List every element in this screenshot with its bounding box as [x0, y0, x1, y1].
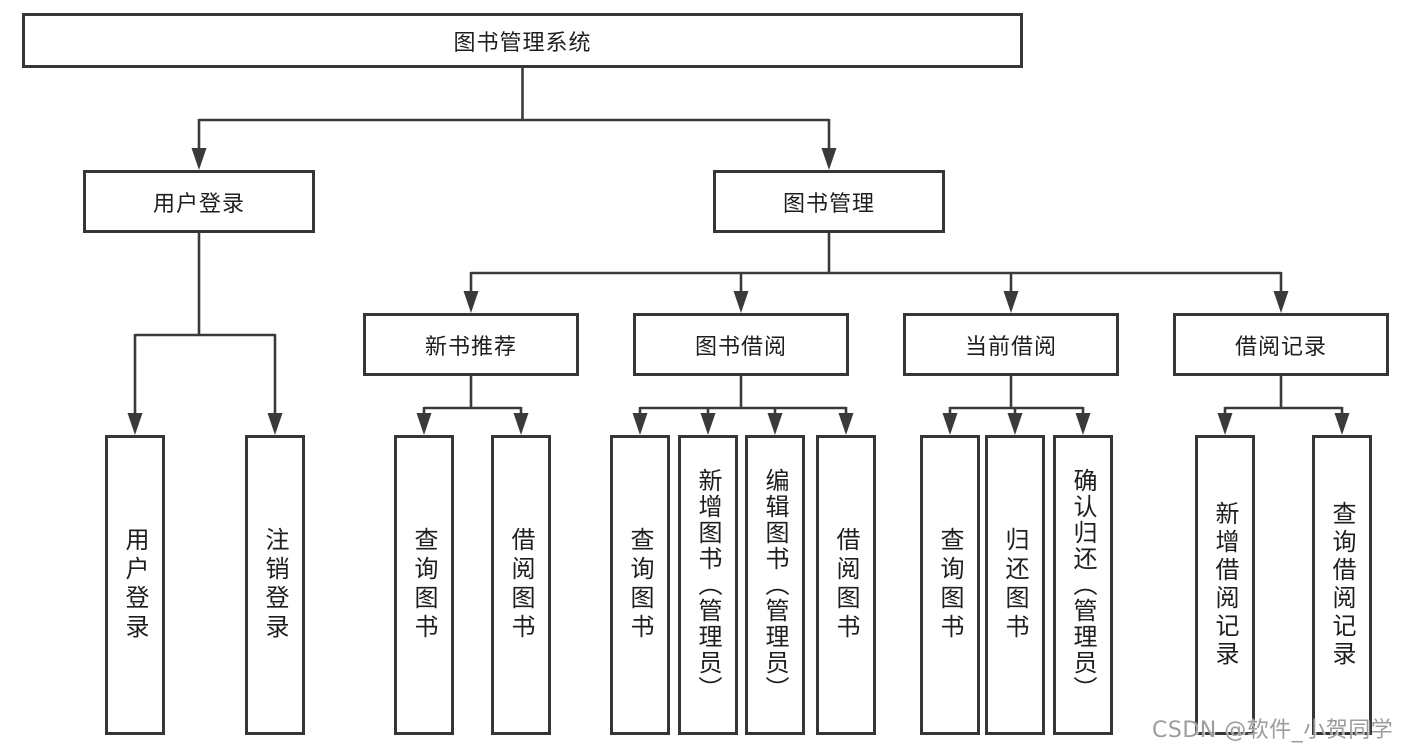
node-book-management: 图书管理 — [713, 170, 945, 233]
node-new-book-recommend: 新书推荐 — [363, 313, 579, 376]
leaf-add-borrow-record: 新增借阅记录 — [1195, 435, 1255, 735]
arrow-book-borrow — [733, 291, 749, 313]
arrow-user-login — [191, 148, 207, 170]
leaf-confirm-return-admin: 确认归还（管理员） — [1053, 435, 1113, 735]
node-root: 图书管理系统 — [22, 13, 1023, 68]
arrow-borrow-records — [1273, 291, 1289, 313]
leaf-borrow-books-1: 借阅图书 — [491, 435, 551, 735]
arrow-query-books-3 — [942, 413, 958, 435]
arrow-borrow-books-1 — [513, 413, 529, 435]
arrow-book-management — [821, 148, 837, 170]
leaf-user-login: 用户登录 — [105, 435, 165, 735]
node-book-borrow: 图书借阅 — [633, 313, 849, 376]
leaf-logout: 注销登录 — [245, 435, 305, 735]
leaf-return-book: 归还图书 — [985, 435, 1045, 735]
node-borrow-records: 借阅记录 — [1173, 313, 1389, 376]
leaf-query-books-3: 查询图书 — [920, 435, 980, 735]
arrow-query-borrow-record — [1334, 413, 1350, 435]
arrow-current-borrow — [1003, 291, 1019, 313]
node-current-borrow: 当前借阅 — [903, 313, 1119, 376]
arrow-add-book — [700, 413, 716, 435]
csdn-watermark: CSDN @软件_小贺同学 — [1152, 718, 1394, 743]
leaf-add-book-admin: 新增图书（管理员） — [678, 435, 738, 735]
arrow-leaf-logout — [267, 413, 283, 435]
leaf-query-borrow-record: 查询借阅记录 — [1312, 435, 1372, 735]
arrow-confirm-return — [1075, 413, 1091, 435]
node-user-login: 用户登录 — [83, 170, 315, 233]
arrow-query-books-2 — [632, 413, 648, 435]
arrow-leaf-user-login — [127, 413, 143, 435]
arrow-add-borrow-record — [1217, 413, 1233, 435]
leaf-query-books-1: 查询图书 — [394, 435, 454, 735]
leaf-borrow-books-2: 借阅图书 — [816, 435, 876, 735]
arrow-query-books-1 — [416, 413, 432, 435]
arrow-new-book-recommend — [463, 291, 479, 313]
arrow-return-book — [1007, 413, 1023, 435]
leaf-query-books-2: 查询图书 — [610, 435, 670, 735]
arrow-edit-book — [767, 413, 783, 435]
arrow-borrow-books-2 — [838, 413, 854, 435]
leaf-edit-book-admin: 编辑图书（管理员） — [745, 435, 805, 735]
